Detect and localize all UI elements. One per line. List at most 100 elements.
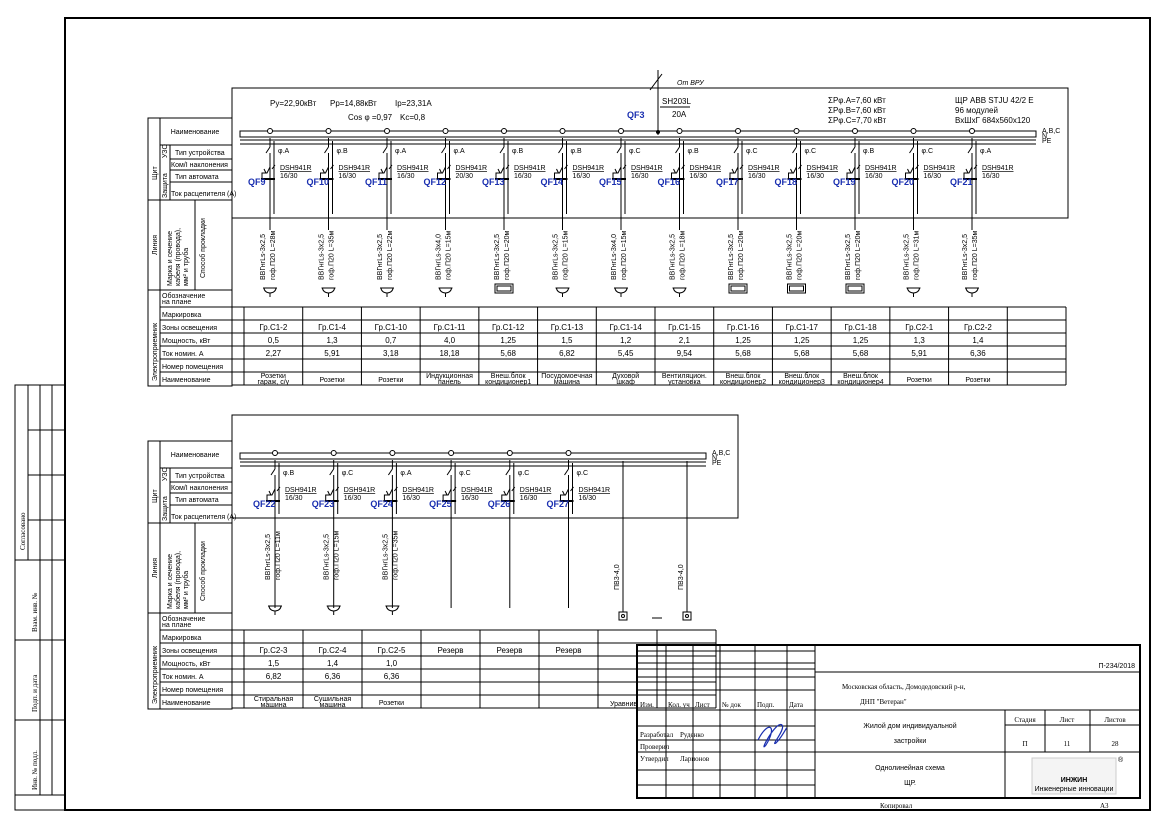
cable-route: гоф.П20 L=15м: [446, 230, 453, 280]
phase-label: φ.B: [337, 148, 348, 155]
replace-inv-label: Взам. инв. №: [31, 592, 39, 632]
header-rcd: УЗО: [162, 144, 169, 158]
phase-label: φ.A: [278, 148, 289, 155]
consumer-name: Уравнив: [610, 701, 637, 708]
breaker-icon: [670, 178, 685, 180]
pe-cable-label: ПВ3-4,0: [614, 564, 621, 590]
bus-tap: [272, 450, 278, 456]
header-plan-symbol: Обозначение: [162, 615, 205, 623]
breaker-rating: 16/30: [402, 495, 420, 502]
bus-tap: [910, 128, 917, 134]
phase-label: φ.C: [577, 470, 589, 477]
group-cell: Гр.С2-4: [319, 646, 347, 655]
cable-brand: ВВГнгLs-3х2,5: [670, 234, 677, 280]
group-cell: Резерв: [438, 646, 464, 655]
header-panel: Щит: [152, 489, 159, 503]
header-laying-method: Способ прокладки: [199, 541, 207, 601]
breaker-rating: 16/30: [397, 173, 415, 180]
unit-box-icon: [845, 283, 865, 294]
cable-route: гоф.П20 L=35м: [972, 230, 979, 280]
breaker-icon: [442, 486, 457, 501]
role-label: Утвердил: [640, 755, 669, 763]
header-naimenovanie: Наименование: [171, 452, 220, 459]
bus-tap: [448, 450, 455, 456]
input-breaker-rating: 20A: [672, 110, 687, 119]
breaker-id: QF19: [833, 177, 856, 187]
consumer-name: Внеш.блок: [491, 372, 527, 380]
breaker-icon: [560, 486, 574, 501]
breaker-icon: [963, 164, 978, 179]
power-cell: 1,4: [327, 659, 339, 668]
revision-col-header: Дата: [789, 701, 804, 709]
breaker-icon: [559, 500, 574, 502]
unit-box-icon: [494, 283, 514, 294]
cable-brand: ВВГнгLs-3х2,5: [845, 234, 852, 280]
consumer-name: Духовой: [612, 372, 639, 380]
ground-terminal-icon: [685, 614, 689, 618]
socket-icon: [326, 605, 341, 615]
consumer-name: машина: [261, 702, 287, 709]
revision-col-header: Изм.: [640, 701, 654, 709]
cable-brand: ВВГнгLs-3х2,5: [962, 234, 969, 280]
format-label: А3: [1100, 802, 1109, 810]
location: ДНП "Ветеран": [860, 698, 907, 706]
breaker-icon: [729, 178, 743, 180]
breaker-icon: [261, 178, 275, 180]
phase-label: φ.A: [980, 148, 991, 155]
contact: [446, 468, 452, 476]
breaker-icon: [963, 178, 977, 180]
contact: [441, 146, 446, 154]
bus-tap: [793, 128, 800, 134]
ground-terminal-icon: [618, 611, 628, 621]
cable-route: гоф.П20 L=22м: [387, 230, 394, 280]
power-cell: 1,3: [914, 336, 926, 345]
unit-box-icon: [730, 285, 746, 292]
breaker-icon: [904, 178, 919, 180]
cable-route: гоф.П20 L=11м: [275, 531, 282, 580]
breaker-icon: [383, 486, 398, 501]
header-breaker-type: Тип автомата: [175, 174, 219, 181]
phase-sum: ΣPφ.C=7,70 кВт: [828, 116, 887, 125]
breaker-id: QF10: [307, 177, 330, 187]
cable-brand: ВВГнгLs-3х2,5: [324, 534, 331, 580]
breaker-icon: [788, 164, 802, 179]
header-kom: Ком/I наклонения: [171, 162, 228, 169]
current-cell: 6,82: [266, 672, 282, 681]
breaker-icon: [612, 178, 626, 180]
group-cell: Гр.С1-18: [844, 323, 877, 332]
group-cell: Гр.С1-10: [375, 323, 408, 332]
group-cell: Резерв: [497, 646, 523, 655]
bus-tap: [506, 450, 513, 456]
breaker-rating: 16/30: [573, 173, 591, 180]
breaker-rating: 16/30: [461, 495, 479, 502]
contact: [616, 146, 622, 154]
current-cell: 6,82: [559, 349, 575, 358]
input-arrow: [649, 73, 663, 91]
breaker-icon: [383, 500, 398, 502]
breaker-icon: [787, 178, 802, 180]
bus-label: A,B,C: [712, 450, 730, 457]
header-line: Линия: [152, 235, 159, 255]
input-breaker-id: QF3: [627, 110, 645, 120]
cable-brand: ВВГнгLs-3х2,5: [787, 234, 794, 280]
cable-brand: ВВГнгLs-3х2,5: [382, 534, 389, 580]
group-cell: Гр.С1-12: [492, 323, 525, 332]
consumer-name: кондиционер4: [837, 379, 883, 386]
consumer-name: гараж, с/у: [258, 379, 290, 386]
breaker-type: DSH941R: [514, 165, 546, 172]
bus-tap: [325, 128, 332, 134]
contact: [265, 146, 271, 154]
cable-brand: ВВГнгLs-3х2,5: [377, 234, 384, 280]
breaker-id: QF26: [488, 499, 511, 509]
breaker-icon: [320, 164, 334, 179]
bus-tap: [969, 128, 975, 134]
current-cell: 5,68: [735, 349, 751, 358]
breaker-icon: [261, 164, 276, 179]
bus-tap: [559, 128, 566, 134]
consumer-name: Внеш.блок: [726, 372, 762, 380]
contact: [387, 468, 393, 476]
header-row-label: Маркировка: [162, 635, 201, 642]
contact: [967, 146, 973, 154]
socket-icon: [438, 287, 453, 297]
object-title: Жилой дом индивидуальной: [863, 722, 956, 730]
